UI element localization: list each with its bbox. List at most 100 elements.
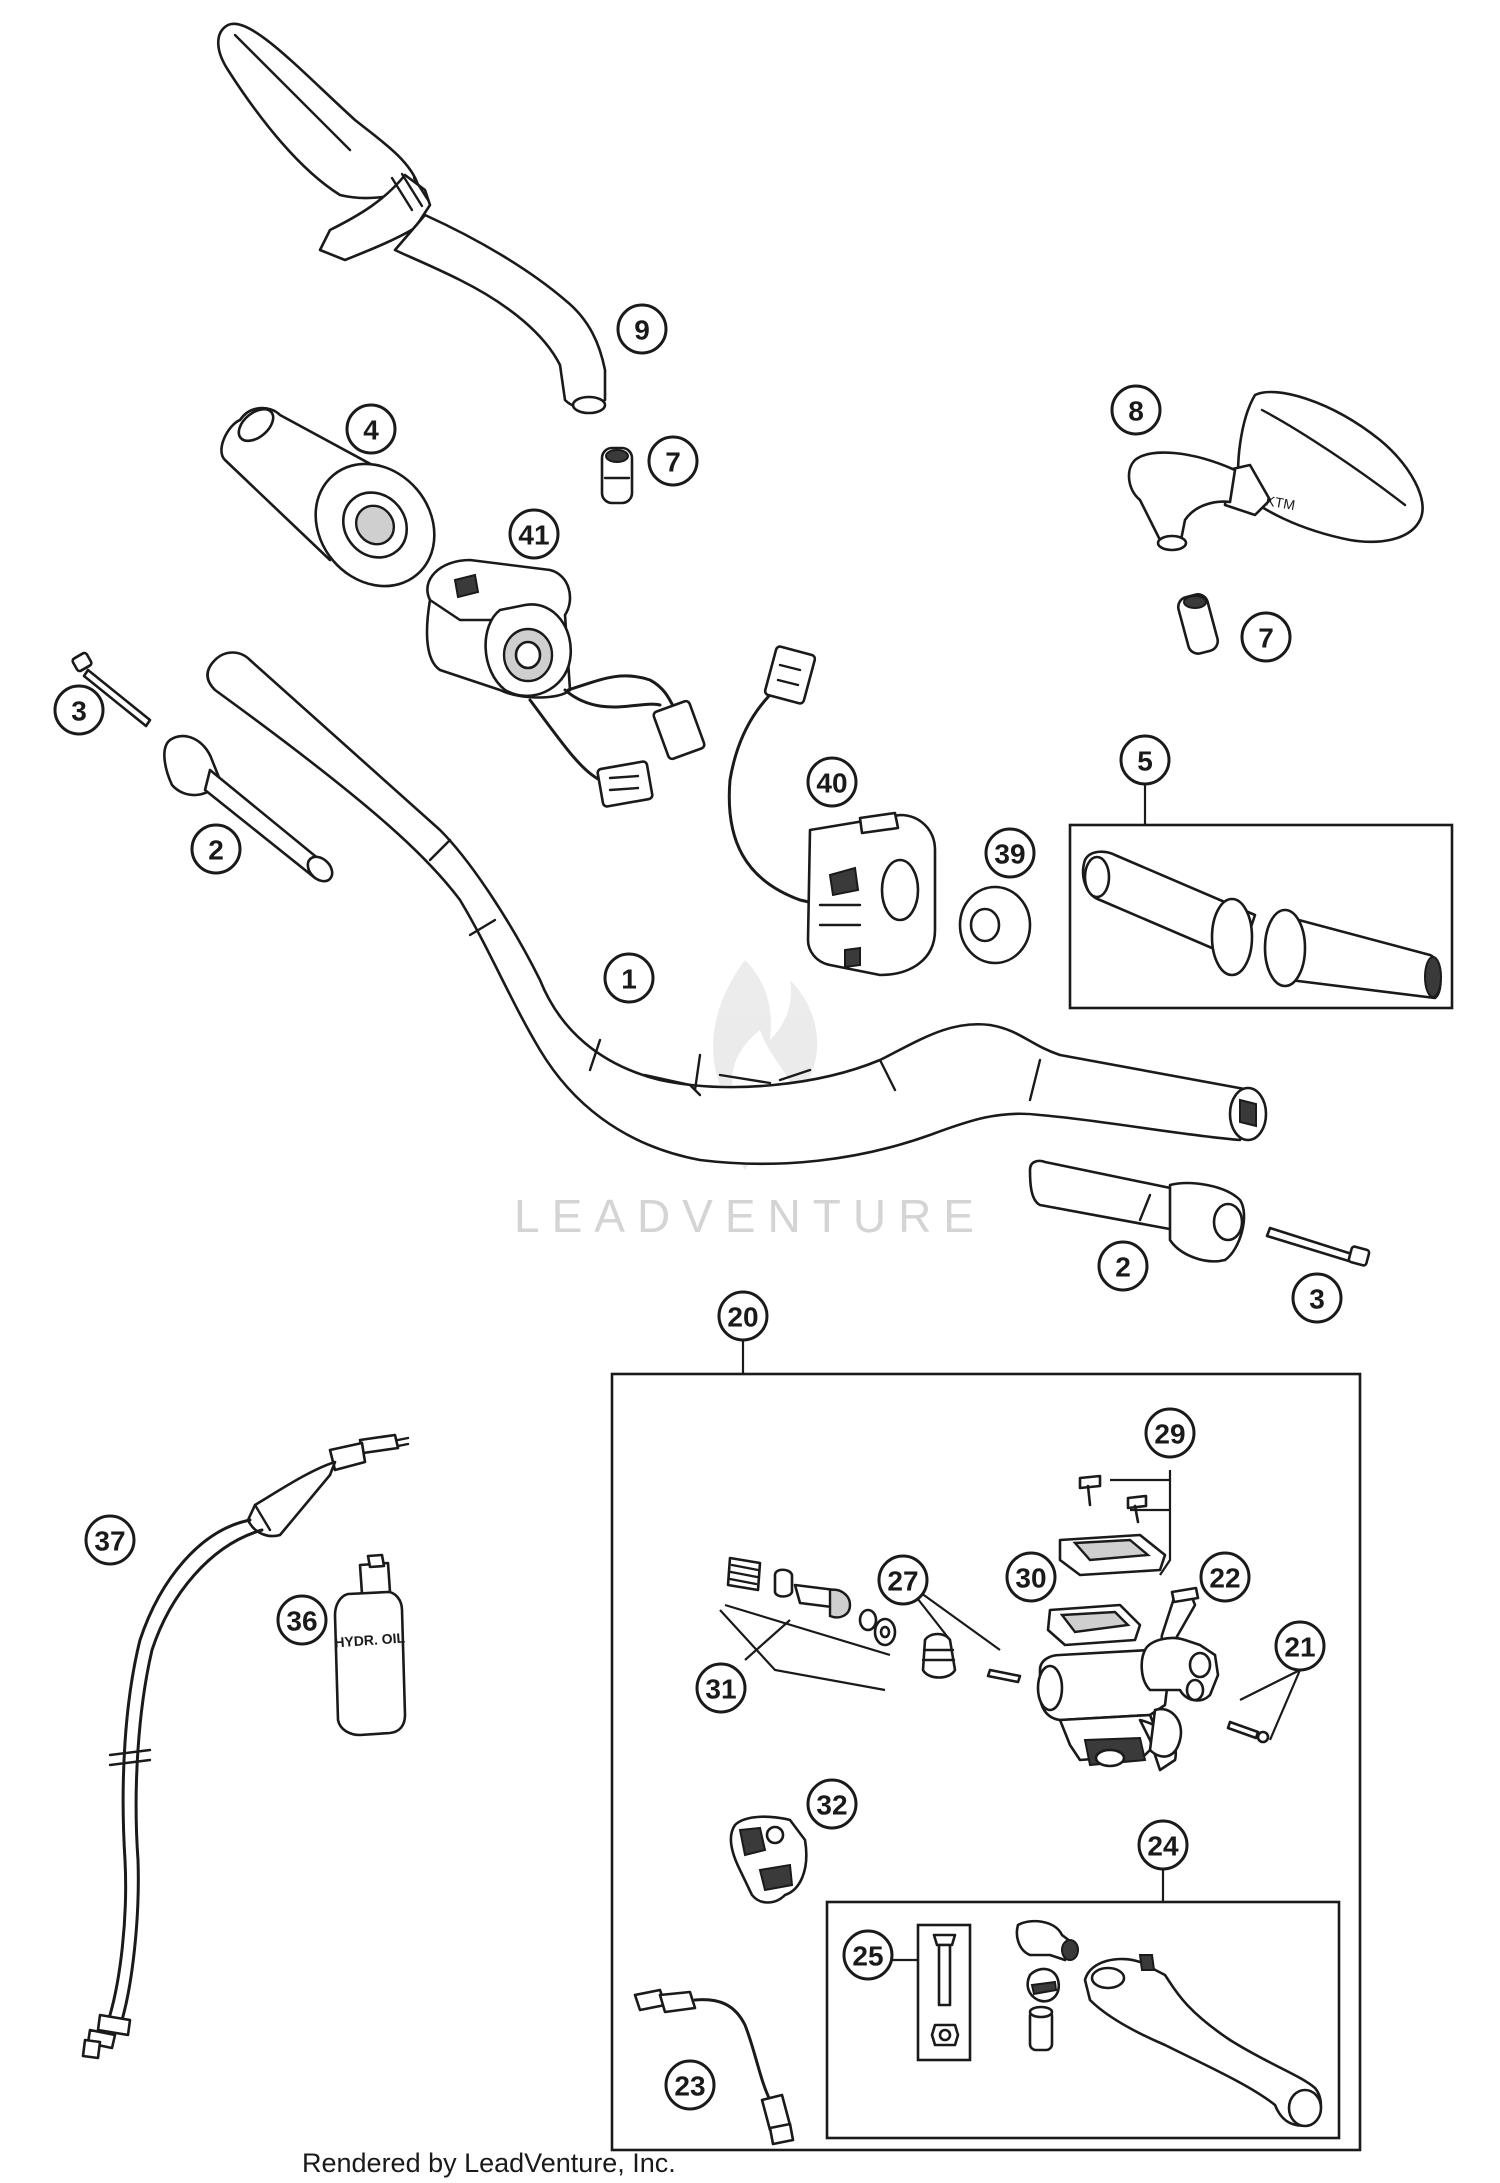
callout-circle xyxy=(806,756,858,808)
lever-adjuster-parts xyxy=(1015,1919,1079,2052)
callout-circle xyxy=(1291,1272,1343,1324)
callout-circle xyxy=(603,952,655,1004)
mirror-left xyxy=(216,22,607,415)
bottle-label: HYDR. OIL xyxy=(334,1630,406,1651)
callout-circle xyxy=(984,827,1036,879)
diaphragm-30 xyxy=(1046,1603,1142,1647)
callout-20: 20 xyxy=(717,1290,769,1342)
callout-circle xyxy=(276,1594,328,1646)
spacer-ring-39 xyxy=(958,885,1032,965)
callout-circle xyxy=(53,684,105,736)
callout-29: 29 xyxy=(1144,1407,1196,1459)
callout-number: 40 xyxy=(816,768,847,799)
brake-lever-box xyxy=(825,1868,1341,2140)
callout-circle xyxy=(616,303,668,355)
callout-number: 7 xyxy=(1258,623,1274,654)
callout-7-upper: 7 xyxy=(647,435,699,487)
callout-circle xyxy=(1137,1819,1189,1871)
callout-circle xyxy=(508,508,560,560)
callout-circle xyxy=(695,1662,747,1714)
callout-number: 8 xyxy=(1128,396,1144,427)
callout-number: 39 xyxy=(994,839,1025,870)
callout-number: 3 xyxy=(71,696,87,727)
lever-bracket-21 xyxy=(1140,1636,1302,1758)
handlebar xyxy=(206,651,1268,1166)
callout-circle xyxy=(877,1554,929,1606)
callout-number: 7 xyxy=(665,447,681,478)
hydraulic-hose-37 xyxy=(81,1433,410,2060)
mirror-logo-mark: KTM xyxy=(1264,492,1296,513)
callout-circle xyxy=(664,2059,716,2111)
callout-number: 22 xyxy=(1209,1563,1240,1594)
callout-27: 27 xyxy=(877,1554,929,1606)
switch-right-40 xyxy=(727,645,937,977)
callout-number: 41 xyxy=(518,520,549,551)
switch-left-41 xyxy=(425,558,706,808)
callout-number: 36 xyxy=(286,1606,317,1637)
callout-number: 27 xyxy=(887,1566,918,1597)
mirror-right: KTM xyxy=(1127,390,1424,552)
callout-21: 21 xyxy=(1274,1620,1326,1672)
callout-39: 39 xyxy=(984,827,1036,879)
callout-40: 40 xyxy=(806,756,858,808)
callout-circle xyxy=(1119,734,1171,786)
callout-3-right: 3 xyxy=(1291,1272,1343,1324)
callout-circle xyxy=(1199,1551,1251,1603)
callout-number: 23 xyxy=(674,2071,705,2102)
callout-25: 25 xyxy=(842,1929,894,1981)
callout-3-left: 3 xyxy=(53,684,105,736)
callout-circle xyxy=(1097,1240,1149,1292)
grip-set-box xyxy=(1068,783,1454,1010)
bolt-left xyxy=(71,651,152,728)
callout-circle xyxy=(1005,1551,1057,1603)
watermark-text: LEADVENTURE xyxy=(514,1190,986,1242)
callout-number: 2 xyxy=(208,835,224,866)
callout-circle xyxy=(1110,384,1162,436)
callout-number: 37 xyxy=(94,1526,125,1557)
callout-2-left: 2 xyxy=(190,823,242,875)
callout-8: 8 xyxy=(1110,384,1162,436)
callout-4: 4 xyxy=(345,403,397,455)
callout-36: 36 xyxy=(276,1594,328,1646)
callout-number: 32 xyxy=(816,1790,847,1821)
callout-number: 4 xyxy=(363,415,379,446)
bar-end-right xyxy=(1028,1159,1246,1263)
callouts: 9 4 7 8 41 7 3 2 40 5 39 1 2 3 20 29 37 … xyxy=(53,303,1343,2111)
callout-number: 20 xyxy=(727,1302,758,1333)
callout-2-right: 2 xyxy=(1097,1240,1149,1292)
lever-bolt-25 xyxy=(892,1923,972,2062)
callout-number: 21 xyxy=(1284,1632,1315,1663)
callout-41: 41 xyxy=(508,508,560,560)
mirror-adapter-right xyxy=(1176,593,1220,655)
reservoir-cover-29 xyxy=(1058,1470,1172,1577)
clamp-32 xyxy=(729,1815,808,1904)
callout-number: 25 xyxy=(852,1941,883,1972)
callout-number: 24 xyxy=(1147,1831,1179,1862)
bolt-right xyxy=(1265,1226,1371,1267)
callout-32: 32 xyxy=(806,1778,858,1830)
master-cylinder-kit-box xyxy=(610,1340,1362,2152)
callout-number: 31 xyxy=(705,1674,736,1705)
watermark: LEADVENTURE xyxy=(514,960,986,1242)
callout-number: 1 xyxy=(621,964,637,995)
throttle-grip xyxy=(220,406,436,588)
callout-number: 5 xyxy=(1137,746,1153,777)
callout-24: 24 xyxy=(1137,1819,1189,1871)
callout-23: 23 xyxy=(664,2059,716,2111)
callout-5: 5 xyxy=(1119,734,1171,786)
callout-circle xyxy=(717,1290,769,1342)
callout-number: 2 xyxy=(1115,1252,1131,1283)
bar-end-left xyxy=(163,734,334,883)
callout-31: 31 xyxy=(695,1662,747,1714)
callout-circle xyxy=(647,435,699,487)
callout-circle xyxy=(345,403,397,455)
brake-lever xyxy=(1083,1954,1323,2128)
hydraulic-oil-bottle-36: HYDR. OIL xyxy=(333,1553,407,1737)
pin-22 xyxy=(1160,1586,1200,1647)
callout-circle xyxy=(1240,611,1292,663)
callout-number: 9 xyxy=(634,315,650,346)
callout-number: 29 xyxy=(1154,1419,1185,1450)
piston-kit-31 xyxy=(719,1556,897,1692)
callout-1: 1 xyxy=(603,952,655,1004)
